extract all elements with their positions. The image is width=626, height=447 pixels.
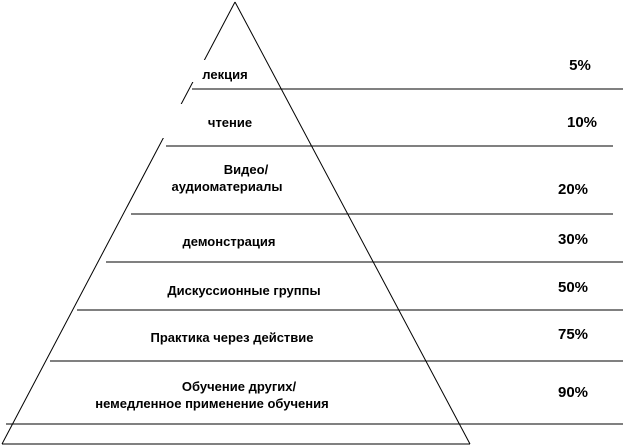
percent-discussion-groups: 50% [558, 279, 588, 296]
level-label-lecture: лекция [202, 67, 247, 82]
pyramid-right-edge [234, 1, 471, 445]
level-label-video-line-2: аудиоматериалы [172, 179, 283, 194]
level-label-teaching-others-line-2: немедленное применение обучения [95, 396, 328, 411]
level-label-video-line-1: Видео/ [224, 162, 269, 177]
percent-teaching-others: 90% [558, 384, 588, 401]
percent-lecture: 5% [569, 57, 591, 74]
percent-demonstration: 30% [558, 231, 588, 248]
percent-practice-by-doing: 75% [558, 326, 588, 343]
level-label-practice-by-doing: Практика через действие [150, 330, 313, 345]
label-mask-1 [168, 60, 250, 82]
level-label-demonstration: демонстрация [183, 234, 276, 249]
label-mask-2 [140, 104, 260, 138]
level-label-discussion-groups: Дискуссионные группы [167, 283, 320, 298]
level-label-reading: чтение [208, 115, 252, 130]
label-mask-3 [236, 154, 266, 174]
percent-reading: 10% [567, 114, 597, 131]
level-label-teaching-others-line-1: Обучение других/ [182, 379, 297, 394]
percent-video: 20% [558, 181, 588, 198]
